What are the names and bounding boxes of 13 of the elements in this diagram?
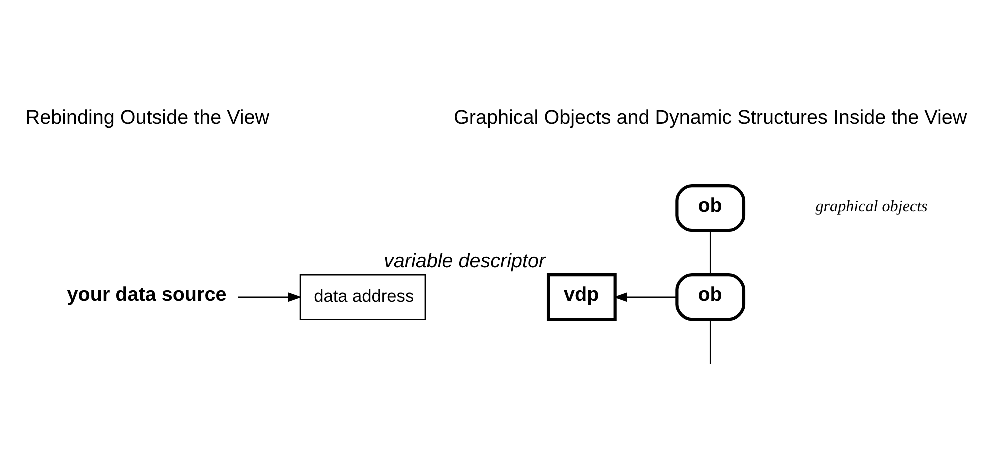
label: Graphical Objects and Dynamic Structures Inside the View [454,106,968,128]
connector [710,230,712,274]
node-box: vdp [546,273,617,321]
node-box: data address [300,274,426,320]
node-label: variable descriptor [384,250,546,272]
label: graphical objects [816,198,928,215]
node-box: ob [676,184,746,232]
label: Rebinding Outside the View [26,106,270,128]
arrow [614,292,677,302]
arrow [238,292,302,302]
node-box: ob [676,273,746,321]
node-text: your data source [67,283,227,306]
connector [710,319,712,364]
